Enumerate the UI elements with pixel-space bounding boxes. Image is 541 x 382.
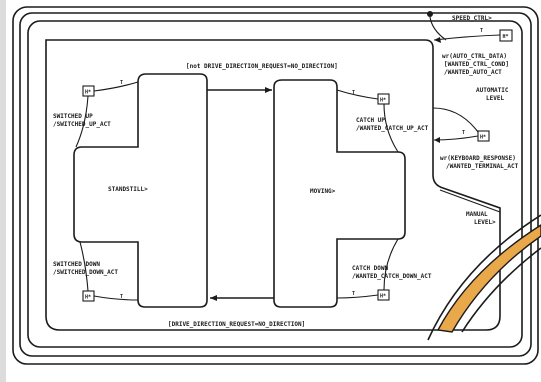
auto-ctrl-line2: [WANTED_CTRL_COND]	[444, 61, 509, 68]
catch-down-line2: /WANTED_CATCH_DOWN_ACT	[352, 273, 432, 280]
automatic-level-line1: AUTOMATIC	[476, 87, 509, 94]
keyboard-line1: wr(KEYBOARD_RESPONSE)	[440, 155, 516, 162]
catch-up-line2: /WANTED_CATCH_UP_ACT	[356, 125, 429, 132]
history-node-auto-label: H*	[503, 34, 509, 40]
switched-up-line2: /SWITCHED_UP_ACT	[53, 121, 111, 128]
default-entry-dot	[427, 11, 433, 17]
manual-level-line2: LEVEL>	[474, 219, 496, 226]
t-mark-keyboard: T	[462, 130, 465, 136]
t-mark-auto: T	[480, 28, 483, 34]
history-node-top-right-label: H*	[380, 98, 386, 104]
keyboard-line2: /WANTED_TERMINAL_ACT	[446, 163, 519, 170]
switched-down-line1: SWITCHED DOWN	[53, 261, 100, 268]
t-mark-top-left: T	[120, 80, 123, 86]
speed-ctrl-label: SPEED_CTRL>	[452, 15, 492, 22]
switched-up-line1: SWITCHED UP	[53, 113, 93, 120]
t-mark-bottom-right: T	[352, 291, 355, 297]
history-node-bottom-right-label: H*	[380, 294, 386, 300]
standstill-label: STANDSTILL>	[108, 186, 148, 193]
t-mark-bottom-left: T	[120, 294, 123, 300]
history-node-top-left-label: H*	[85, 90, 91, 96]
top-transition-label: [not DRIVE_DIRECTION_REQUEST=NO_DIRECTIO…	[186, 63, 338, 70]
automatic-level-line2: LEVEL	[486, 95, 504, 102]
bottom-transition-label: [DRIVE_DIRECTION_REQUEST=NO_DIRECTION]	[168, 321, 305, 328]
auto-ctrl-line3: /WANTED_AUTO_ACT	[444, 69, 502, 76]
t-mark-top-right: T	[352, 90, 355, 96]
history-node-keyboard-label: H*	[480, 135, 486, 141]
switched-down-line2: /SWITCHED_DOWN_ACT	[53, 269, 118, 276]
catch-down-line1: CATCH DOWN	[352, 265, 389, 272]
manual-level-line1: MANUAL	[466, 211, 488, 218]
history-node-bottom-left-label: H*	[85, 295, 91, 301]
catch-up-line1: CATCH UP	[356, 117, 385, 124]
auto-ctrl-line1: wr(AUTO_CTRL_DATA)	[442, 53, 507, 60]
moving-label: MOVING>	[310, 188, 336, 195]
scan-left-edge	[0, 0, 6, 382]
